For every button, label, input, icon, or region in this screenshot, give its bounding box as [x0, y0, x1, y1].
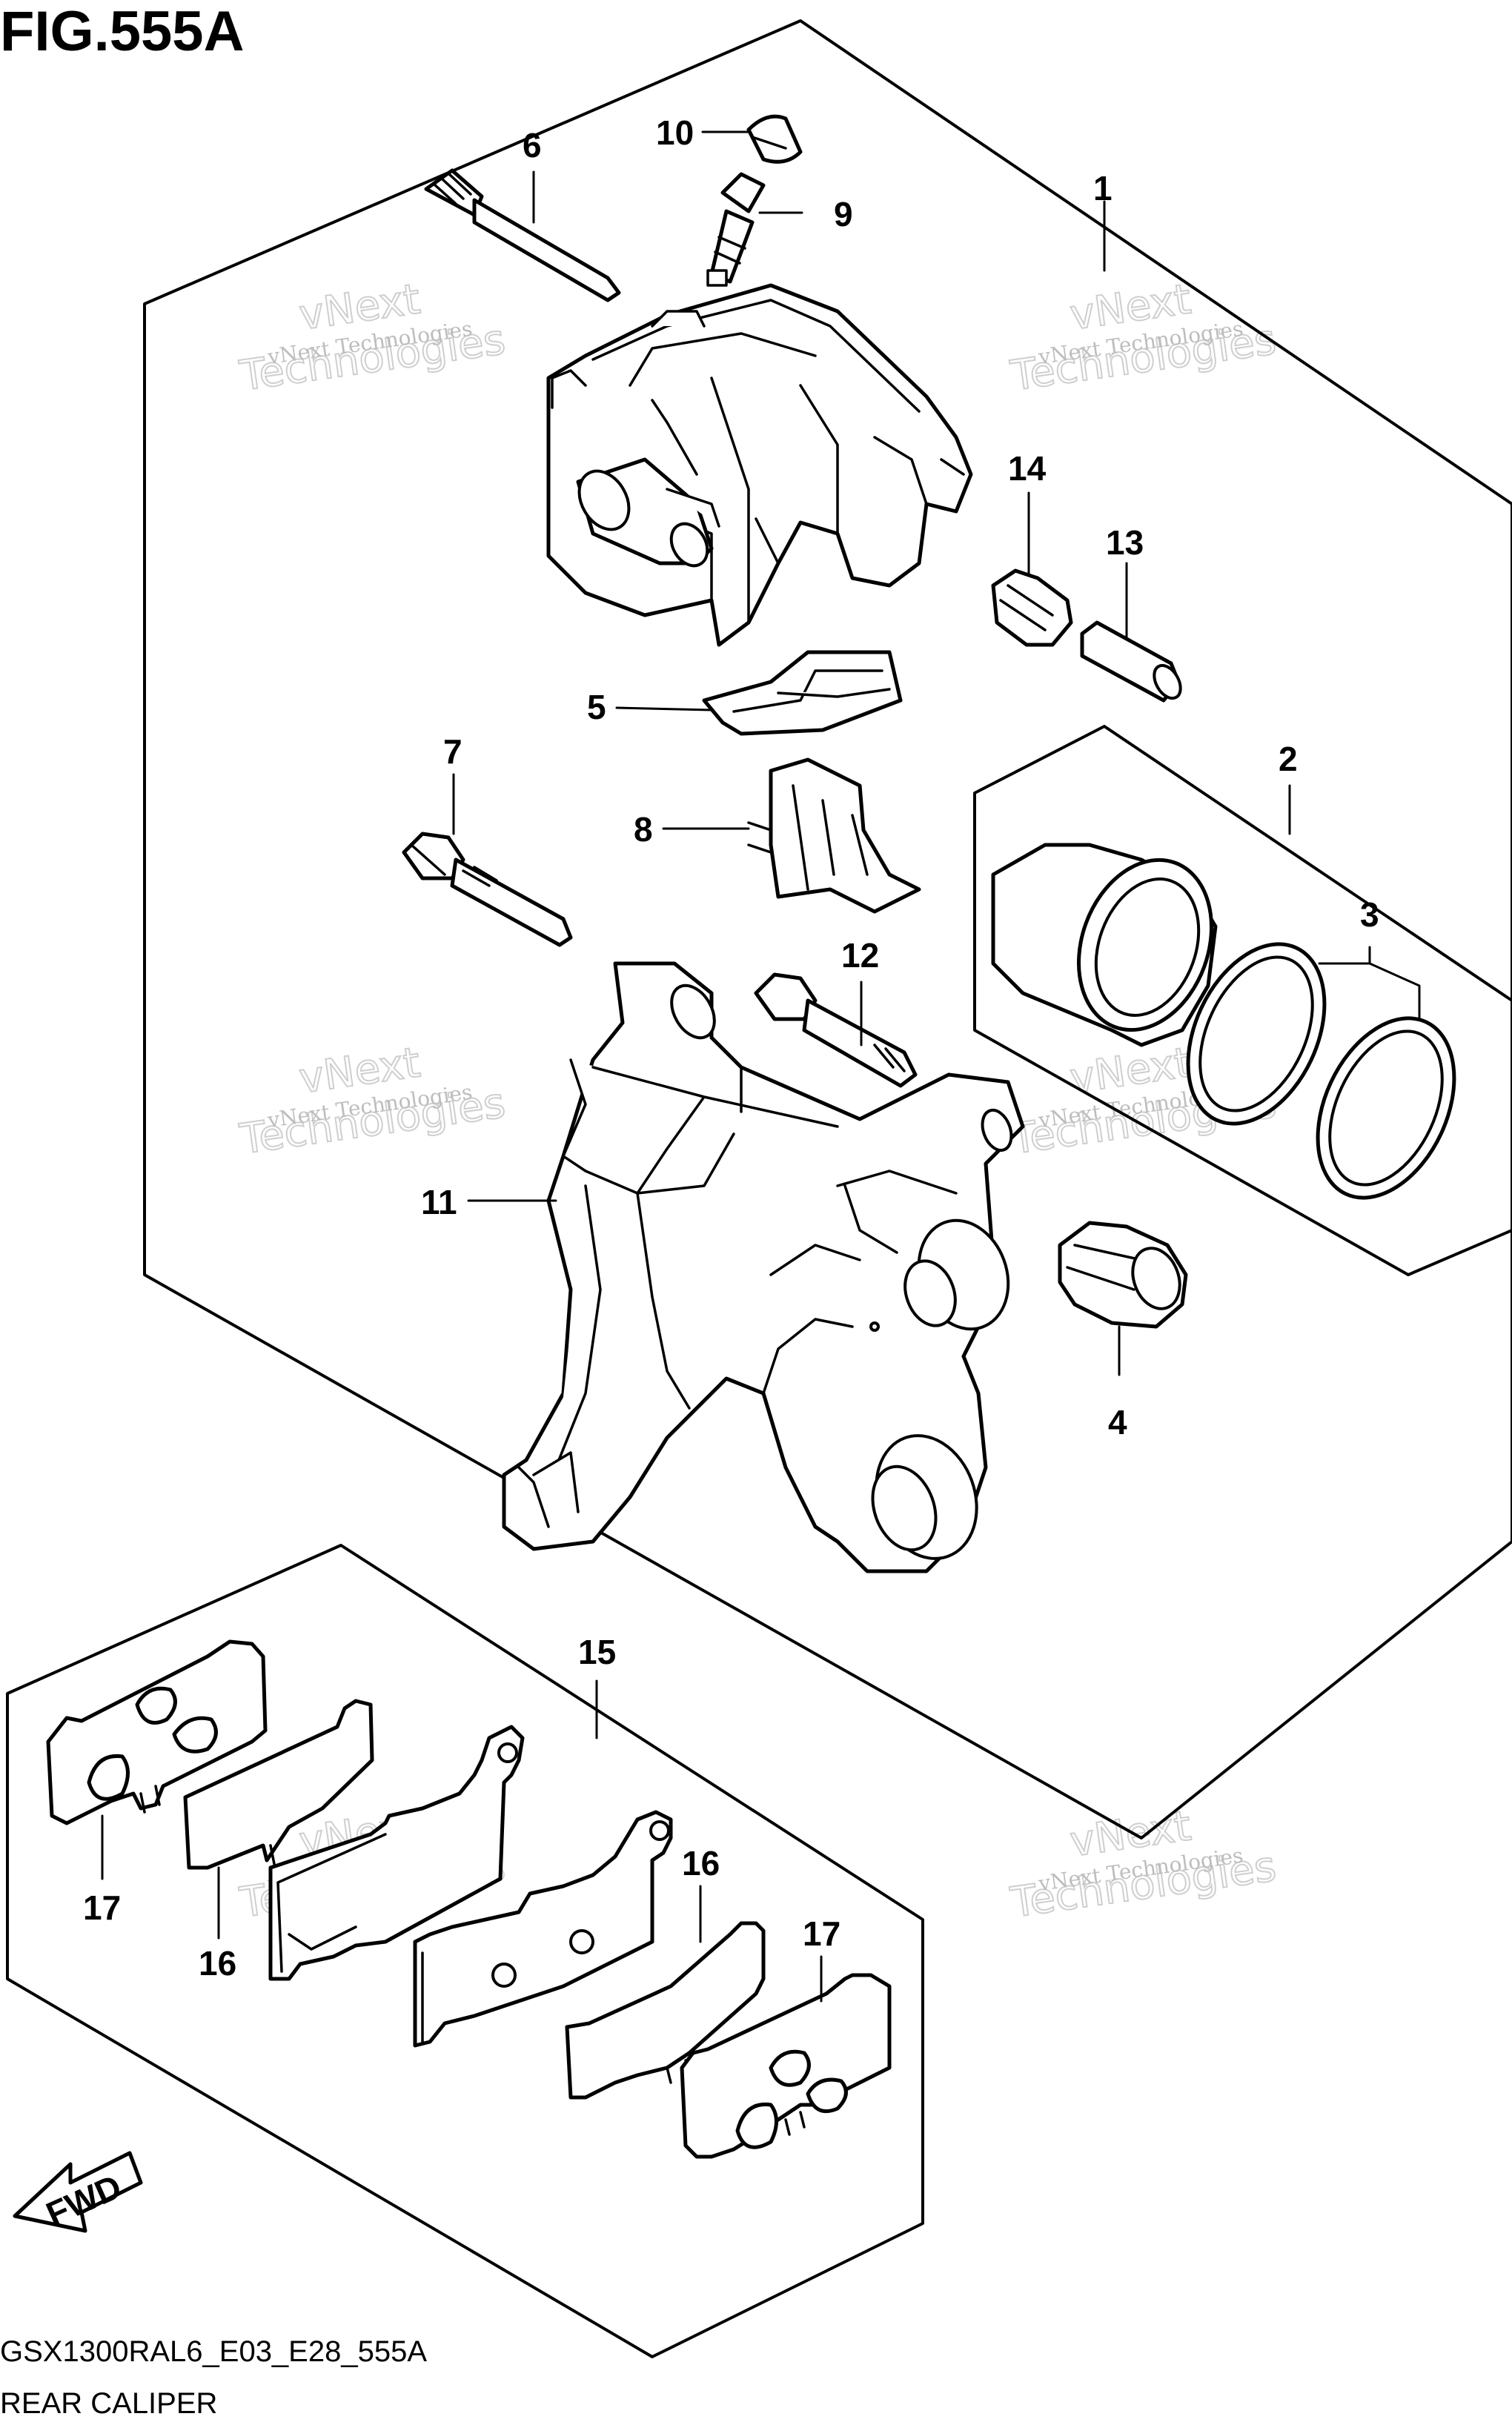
part-13-sleeve	[1080, 620, 1182, 703]
watermark: vNext Technologies vNext Technologies	[1007, 1801, 1279, 1928]
part-11-caliper-bracket	[502, 961, 1025, 1573]
part-16-shim-left	[183, 1699, 374, 1870]
callout-16-right: 16	[682, 1844, 720, 1882]
callout-2: 2	[1279, 740, 1298, 778]
pad-set-outline	[6, 1544, 924, 2358]
callout-9: 9	[834, 195, 853, 233]
part-2-piston	[991, 843, 1218, 1047]
callout-7: 7	[443, 732, 462, 771]
piston-kit-outline	[973, 725, 1512, 1276]
callout-6: 6	[523, 126, 542, 165]
figure-title: FIG.555A	[0, 0, 244, 63]
callout-10: 10	[656, 113, 694, 152]
figure-code: GSX1300RAL6_E03_E28_555A	[0, 2335, 427, 2368]
watermark: vNext Technologies vNext Technologies	[1007, 274, 1279, 401]
part-6-slide-pin	[424, 168, 621, 302]
callout-3: 3	[1360, 895, 1379, 934]
callout-12: 12	[841, 936, 879, 975]
callout-4: 4	[1108, 1403, 1127, 1442]
part-17-shim-left	[46, 1639, 268, 1825]
callout-17-left: 17	[83, 1888, 121, 1927]
callouts: 1 2 3 4 5 6 7 8 9 10 11 12 13 14 15 16 1…	[83, 113, 1379, 1983]
watermark: vNext Technologies vNext Technologies	[236, 274, 508, 401]
part-14-boot	[991, 568, 1073, 647]
part-5-pad-spring	[702, 650, 903, 736]
leader-lines	[101, 130, 1421, 2003]
fwd-direction-arrow: FWD	[13, 2151, 143, 2234]
callout-5: 5	[587, 688, 606, 726]
part-17-shim-right	[680, 1973, 892, 2159]
callout-14: 14	[1008, 449, 1047, 488]
callout-11: 11	[421, 1183, 457, 1221]
watermark: vNext Technologies vNext Technologies	[236, 1038, 508, 1164]
callout-13: 13	[1106, 523, 1144, 562]
figure-name: REAR CALIPER	[0, 2387, 217, 2420]
part-8-pad-retainer	[747, 757, 921, 914]
part-9-bleeder-valve	[706, 172, 766, 287]
part-3-dust-seal	[1316, 1016, 1456, 1200]
callout-17-right: 17	[803, 1914, 840, 1953]
part-7-bolt	[402, 832, 573, 947]
part-10-bleeder-cap	[746, 114, 803, 164]
brake-pad-right	[413, 1810, 673, 2048]
caliper-body	[546, 283, 973, 647]
callout-15: 15	[578, 1633, 616, 1671]
part-4-boot	[1058, 1221, 1188, 1329]
callout-16-left: 16	[199, 1944, 236, 1983]
callout-1: 1	[1093, 169, 1113, 208]
part-3-piston-seal	[1186, 942, 1327, 1126]
caliper-assembly-outline	[143, 19, 1512, 1840]
callout-8: 8	[634, 810, 653, 849]
brake-pad-left	[268, 1725, 525, 1981]
part-12-bolt	[754, 972, 918, 1088]
